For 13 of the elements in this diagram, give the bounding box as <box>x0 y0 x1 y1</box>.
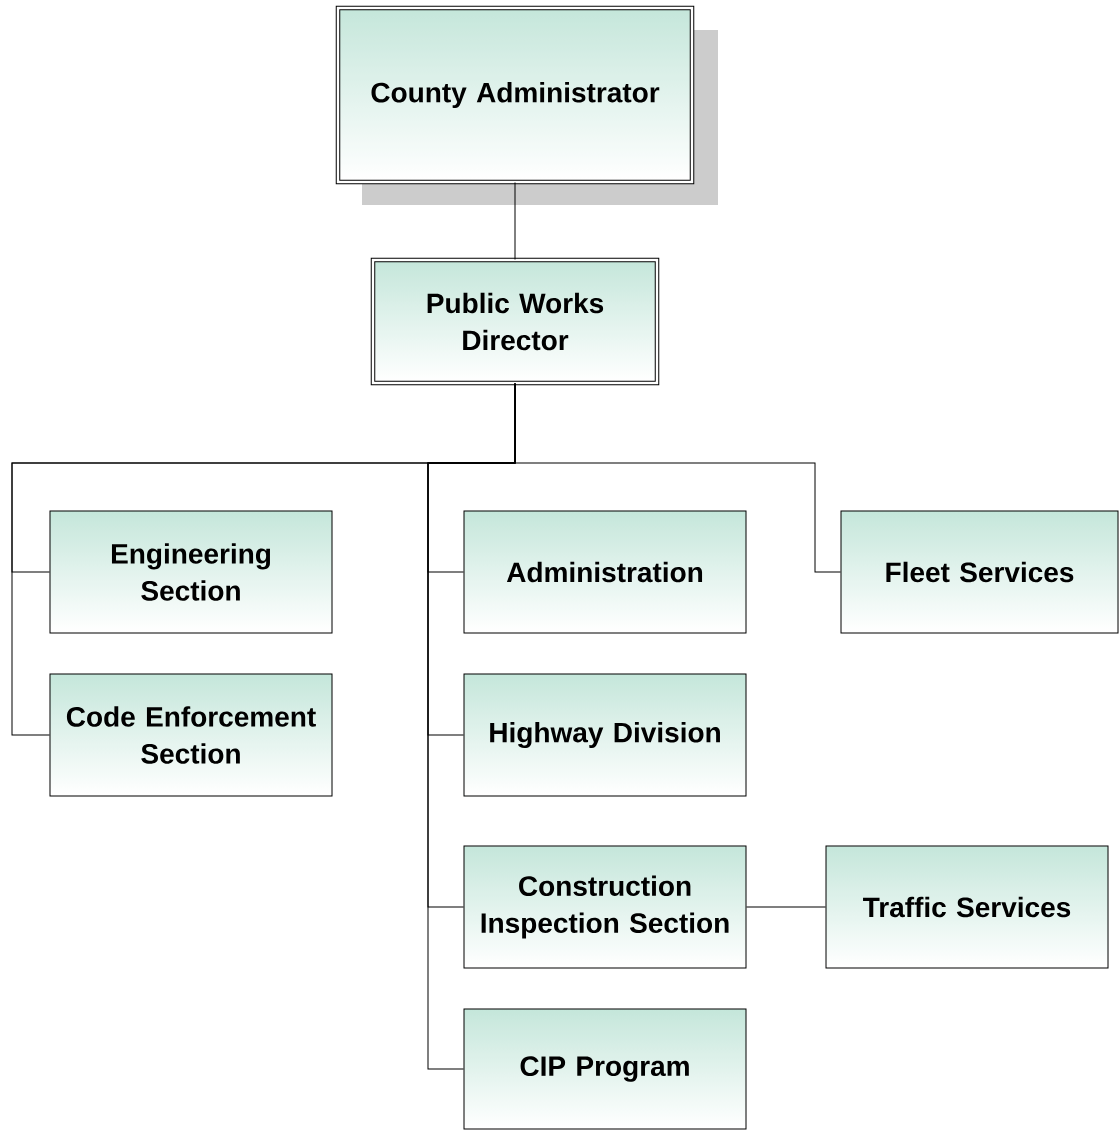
section-box: Code Enforcement Section <box>49 673 333 797</box>
section-box: Fleet Services <box>840 510 1119 634</box>
connector-line <box>746 906 826 908</box>
title-box: Public Works Director <box>370 257 660 386</box>
section-box: Construction Inspection Section <box>463 845 747 969</box>
connector-line <box>514 383 841 573</box>
section-box: CIP Program <box>463 1008 747 1130</box>
connector-line <box>514 182 516 260</box>
section-box: Engineering Section <box>49 510 333 634</box>
section-box: Traffic Services <box>825 845 1109 969</box>
section-box: Administration <box>463 510 747 634</box>
title-box: County Administrator <box>335 5 695 185</box>
section-box: Highway Division <box>463 673 747 797</box>
